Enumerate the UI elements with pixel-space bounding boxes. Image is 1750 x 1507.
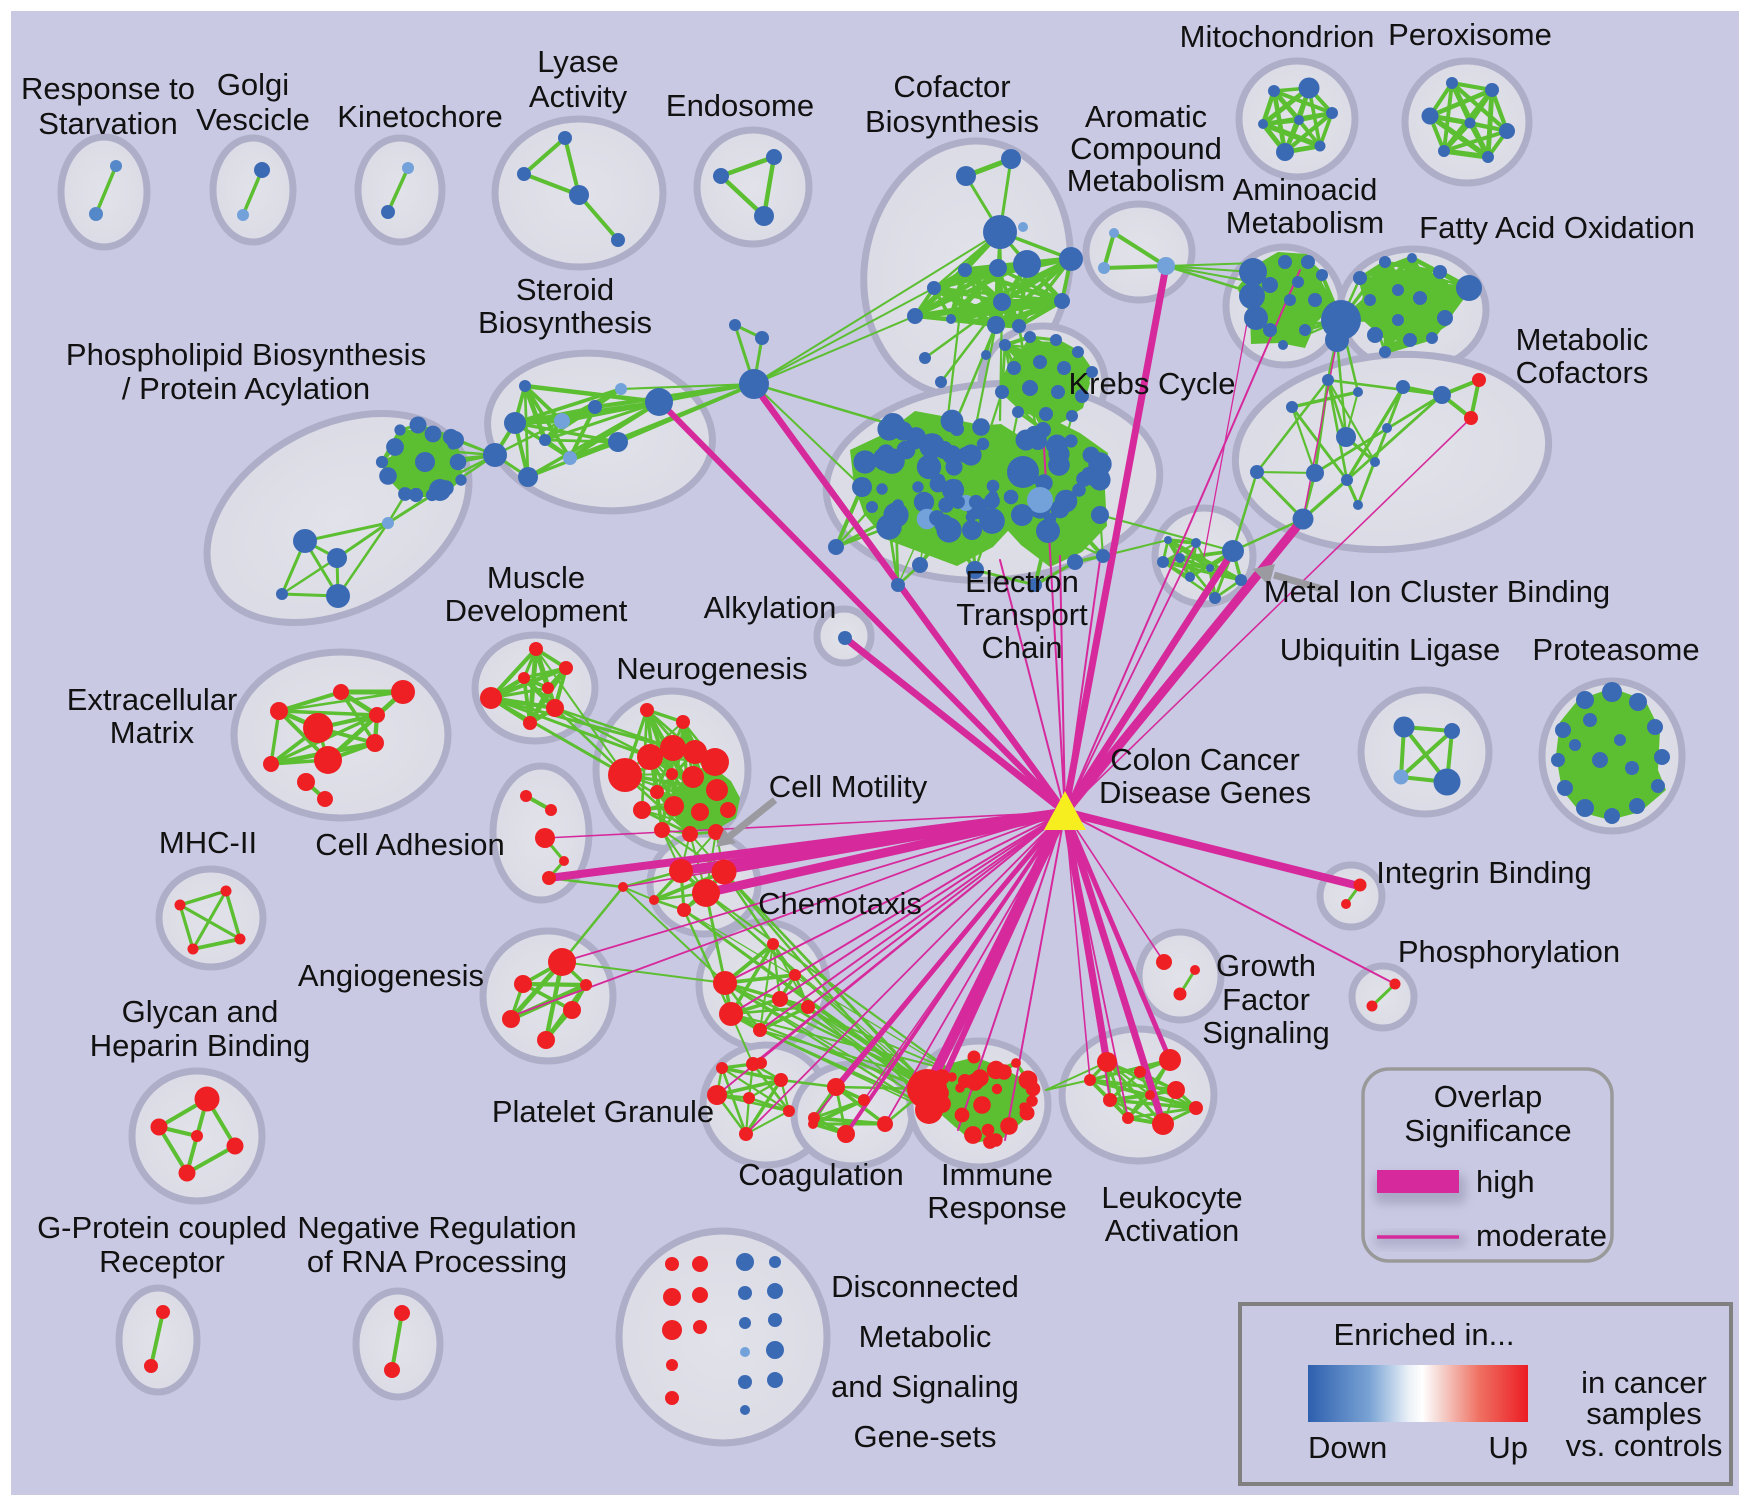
svg-text:vs. controls: vs. controls (1566, 1428, 1723, 1463)
svg-text:Cell Adhesion: Cell Adhesion (315, 827, 505, 862)
svg-text:Aromatic: Aromatic (1085, 99, 1207, 134)
svg-text:Metabolic: Metabolic (1516, 322, 1649, 357)
svg-text:of RNA Processing: of RNA Processing (307, 1244, 567, 1279)
svg-text:Growth: Growth (1216, 948, 1316, 983)
svg-text:Compound: Compound (1070, 131, 1222, 166)
svg-text:Peroxisome: Peroxisome (1388, 17, 1552, 52)
svg-text:Metabolism: Metabolism (1226, 205, 1385, 240)
svg-text:Overlap: Overlap (1434, 1079, 1543, 1114)
svg-text:Steroid: Steroid (516, 272, 614, 307)
svg-text:Development: Development (445, 593, 628, 628)
svg-text:Phosphorylation: Phosphorylation (1398, 934, 1620, 969)
svg-text:Signaling: Signaling (1202, 1015, 1330, 1050)
svg-text:Biosynthesis: Biosynthesis (865, 104, 1039, 139)
svg-text:Vescicle: Vescicle (196, 102, 310, 137)
svg-text:Immune: Immune (941, 1157, 1053, 1192)
svg-text:Starvation: Starvation (38, 106, 178, 141)
svg-text:/ Protein Acylation: / Protein Acylation (122, 371, 370, 406)
svg-text:Angiogenesis: Angiogenesis (298, 958, 484, 993)
svg-text:MHC-II: MHC-II (159, 825, 257, 860)
svg-text:Gene-sets: Gene-sets (853, 1419, 996, 1454)
svg-text:Platelet Granule: Platelet Granule (492, 1094, 714, 1129)
svg-text:Down: Down (1308, 1430, 1387, 1465)
svg-text:Disconnected: Disconnected (831, 1269, 1019, 1304)
svg-text:Cofactors: Cofactors (1516, 355, 1649, 390)
svg-text:Activity: Activity (529, 79, 628, 114)
svg-text:Biosynthesis: Biosynthesis (478, 305, 652, 340)
svg-text:and Signaling: and Signaling (831, 1369, 1019, 1404)
svg-text:Metabolism: Metabolism (1067, 163, 1226, 198)
svg-text:Factor: Factor (1222, 982, 1310, 1017)
svg-text:Chemotaxis: Chemotaxis (758, 886, 922, 921)
svg-text:samples: samples (1586, 1396, 1701, 1431)
svg-text:Receptor: Receptor (99, 1244, 225, 1279)
svg-text:Lyase: Lyase (537, 44, 619, 79)
svg-text:moderate: moderate (1476, 1218, 1607, 1253)
svg-text:Enriched in...: Enriched in... (1334, 1317, 1515, 1352)
svg-text:Muscle: Muscle (487, 560, 585, 595)
svg-text:high: high (1476, 1164, 1535, 1199)
svg-text:Cell Motility: Cell Motility (769, 769, 928, 804)
svg-text:Matrix: Matrix (110, 715, 195, 750)
svg-text:Kinetochore: Kinetochore (337, 99, 502, 134)
svg-text:Endosome: Endosome (666, 88, 814, 123)
svg-text:Chain: Chain (982, 630, 1063, 665)
svg-text:Significance: Significance (1404, 1113, 1571, 1148)
svg-text:Up: Up (1488, 1430, 1528, 1465)
svg-text:Integrin Binding: Integrin Binding (1376, 855, 1591, 890)
svg-text:Metabolic: Metabolic (859, 1319, 992, 1354)
svg-text:Fatty Acid Oxidation: Fatty Acid Oxidation (1419, 210, 1695, 245)
svg-text:Activation: Activation (1105, 1213, 1239, 1248)
svg-text:Mitochondrion: Mitochondrion (1180, 19, 1375, 54)
svg-text:Golgi: Golgi (217, 67, 289, 102)
svg-text:G-Protein coupled: G-Protein coupled (37, 1210, 287, 1245)
svg-text:Coagulation: Coagulation (738, 1157, 903, 1192)
svg-text:Aminoacid: Aminoacid (1233, 172, 1378, 207)
svg-text:Negative Regulation: Negative Regulation (297, 1210, 576, 1245)
svg-text:Extracellular: Extracellular (67, 682, 238, 717)
svg-text:Glycan and: Glycan and (122, 994, 279, 1029)
svg-text:Leukocyte: Leukocyte (1101, 1180, 1242, 1215)
svg-text:Krebs Cycle: Krebs Cycle (1068, 366, 1235, 401)
svg-text:Neurogenesis: Neurogenesis (616, 651, 807, 686)
svg-text:Electron: Electron (965, 564, 1079, 599)
svg-text:Heparin Binding: Heparin Binding (90, 1028, 311, 1063)
svg-text:Transport: Transport (956, 597, 1088, 632)
svg-text:Cofactor: Cofactor (893, 69, 1010, 104)
svg-text:Disease Genes: Disease Genes (1099, 775, 1311, 810)
svg-text:Proteasome: Proteasome (1532, 632, 1699, 667)
svg-text:Metal Ion Cluster Binding: Metal Ion Cluster Binding (1264, 574, 1610, 609)
svg-text:Ubiquitin Ligase: Ubiquitin Ligase (1280, 632, 1501, 667)
svg-text:in cancer: in cancer (1581, 1365, 1707, 1400)
svg-text:Colon Cancer: Colon Cancer (1110, 742, 1300, 777)
svg-text:Alkylation: Alkylation (704, 590, 837, 625)
svg-text:Phospholipid Biosynthesis: Phospholipid Biosynthesis (66, 337, 426, 372)
svg-text:Response to: Response to (21, 71, 195, 106)
svg-text:Response: Response (927, 1190, 1067, 1225)
